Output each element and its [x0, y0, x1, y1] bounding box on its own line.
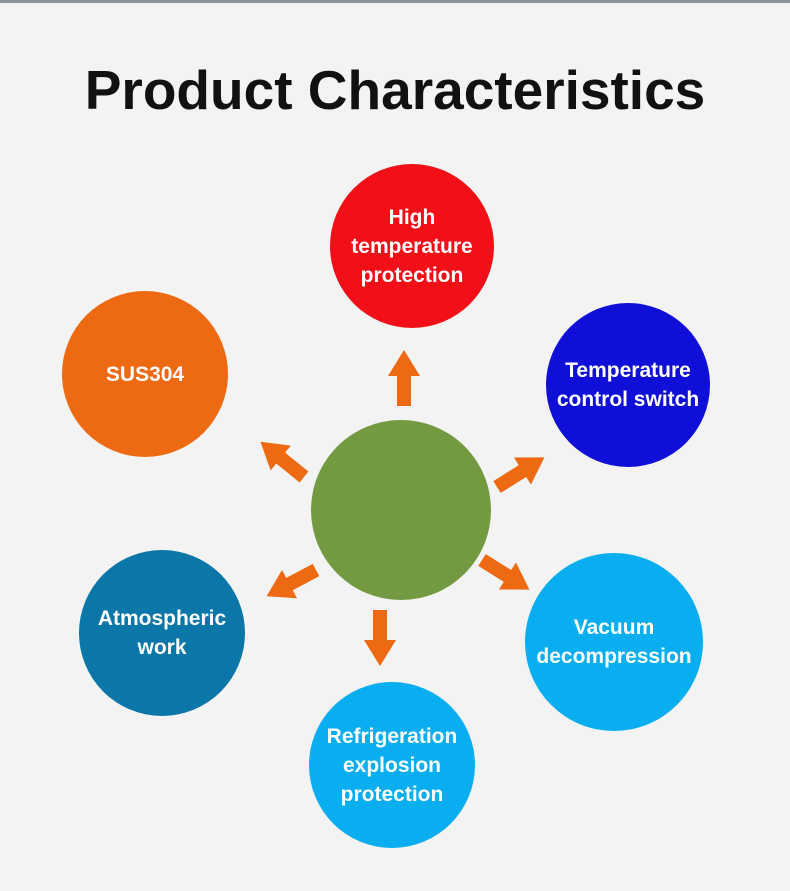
arrow-to-high-temperature-protection: [388, 350, 420, 406]
node-label-line: protection: [360, 263, 464, 287]
node-label-line: Refrigeration: [326, 724, 458, 748]
node-label-line: High: [388, 205, 436, 229]
node-label-line: temperature: [351, 234, 473, 258]
node-high-temperature-protection: High temperature protection: [330, 164, 494, 328]
arrow-to-vacuum-decompression: [478, 554, 530, 590]
center-circle: [311, 420, 491, 600]
node-label-line: SUS304: [105, 362, 185, 386]
top-strip: [0, 0, 790, 3]
node-sus304: SUS304: [62, 291, 228, 457]
arrow-to-sus304: [260, 441, 309, 483]
node-label-line: decompression: [536, 645, 692, 668]
node-label-line: Temperature: [565, 359, 691, 382]
arrow-to-refrigeration-explosion-protection: [364, 610, 396, 666]
node-label-line: protection: [340, 782, 444, 806]
arrow-to-temperature-control-switch: [493, 457, 545, 493]
node-refrigeration-explosion-protection: Refrigeration explosion protection: [309, 682, 475, 848]
node-label-line: control switch: [556, 388, 700, 411]
node-atmospheric-work: Atmospheric work: [79, 550, 245, 716]
node-temperature-control-switch: Temperature control switch: [546, 303, 710, 467]
page-title: Product Characteristics: [84, 59, 706, 121]
node-vacuum-decompression: Vacuum decompression: [525, 553, 703, 731]
node-label-line: Vacuum: [573, 616, 655, 639]
arrow-to-atmospheric-work: [266, 563, 320, 599]
node-label-line: Atmospheric: [97, 607, 227, 630]
node-label-line: work: [137, 636, 187, 659]
node-label-line: explosion: [342, 753, 442, 777]
